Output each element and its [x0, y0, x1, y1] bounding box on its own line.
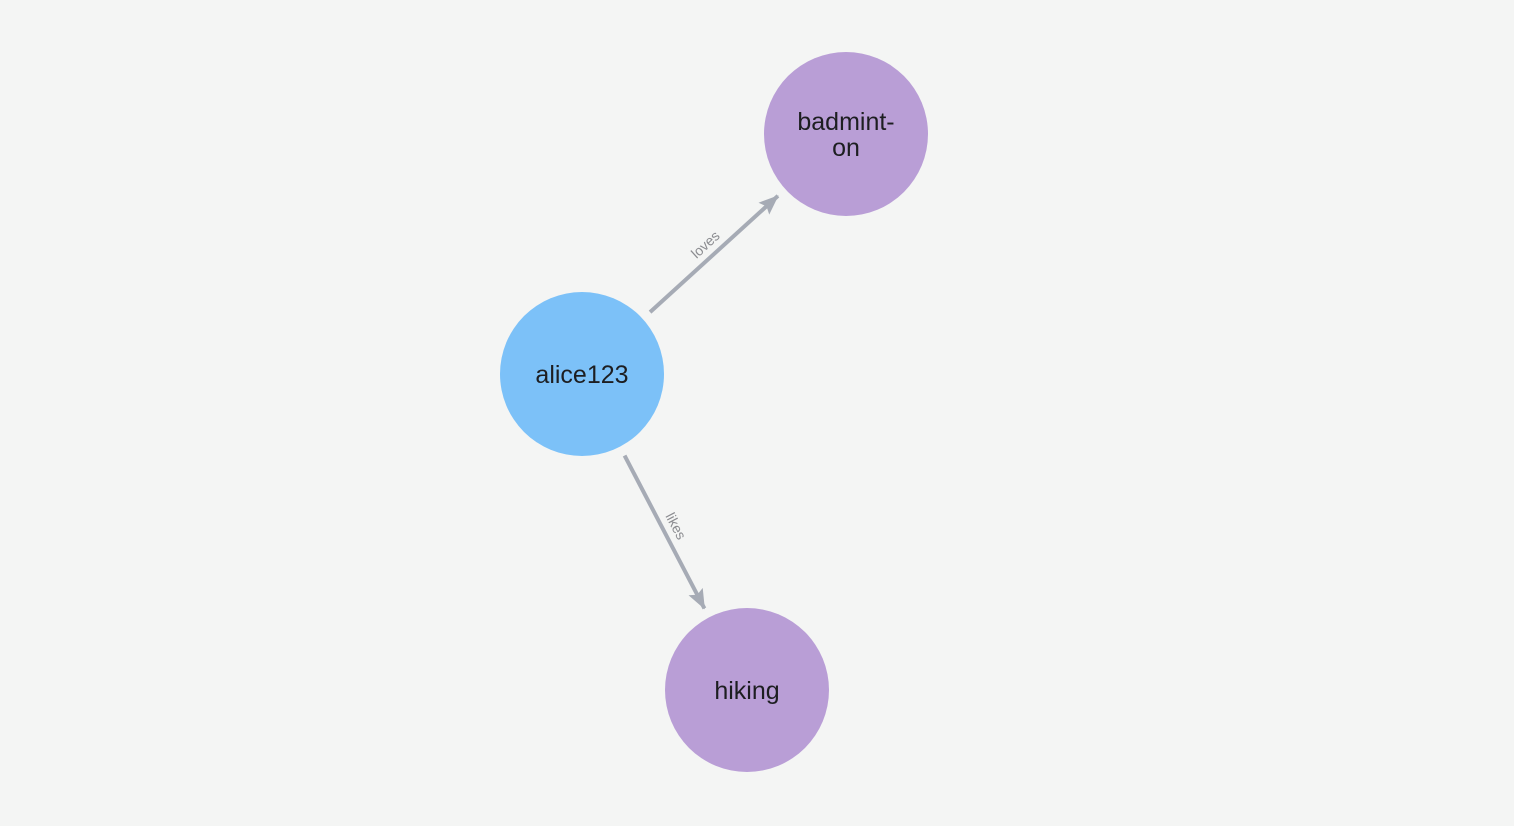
node-circle[interactable] — [764, 52, 928, 216]
node-hiking[interactable]: hiking — [665, 608, 829, 772]
edge-line[interactable] — [622, 454, 707, 610]
edge-likes[interactable]: likes — [622, 454, 707, 610]
node-badminton[interactable]: badmint-on — [764, 52, 928, 216]
node-circle[interactable] — [500, 292, 664, 456]
nodes-layer: alice123 badmint-on hiking — [500, 52, 928, 772]
edge-line[interactable] — [648, 194, 780, 314]
edge-loves[interactable]: loves — [648, 194, 780, 314]
node-alice123[interactable]: alice123 — [500, 292, 664, 456]
edge-label: loves — [688, 227, 723, 261]
node-circle[interactable] — [665, 608, 829, 772]
